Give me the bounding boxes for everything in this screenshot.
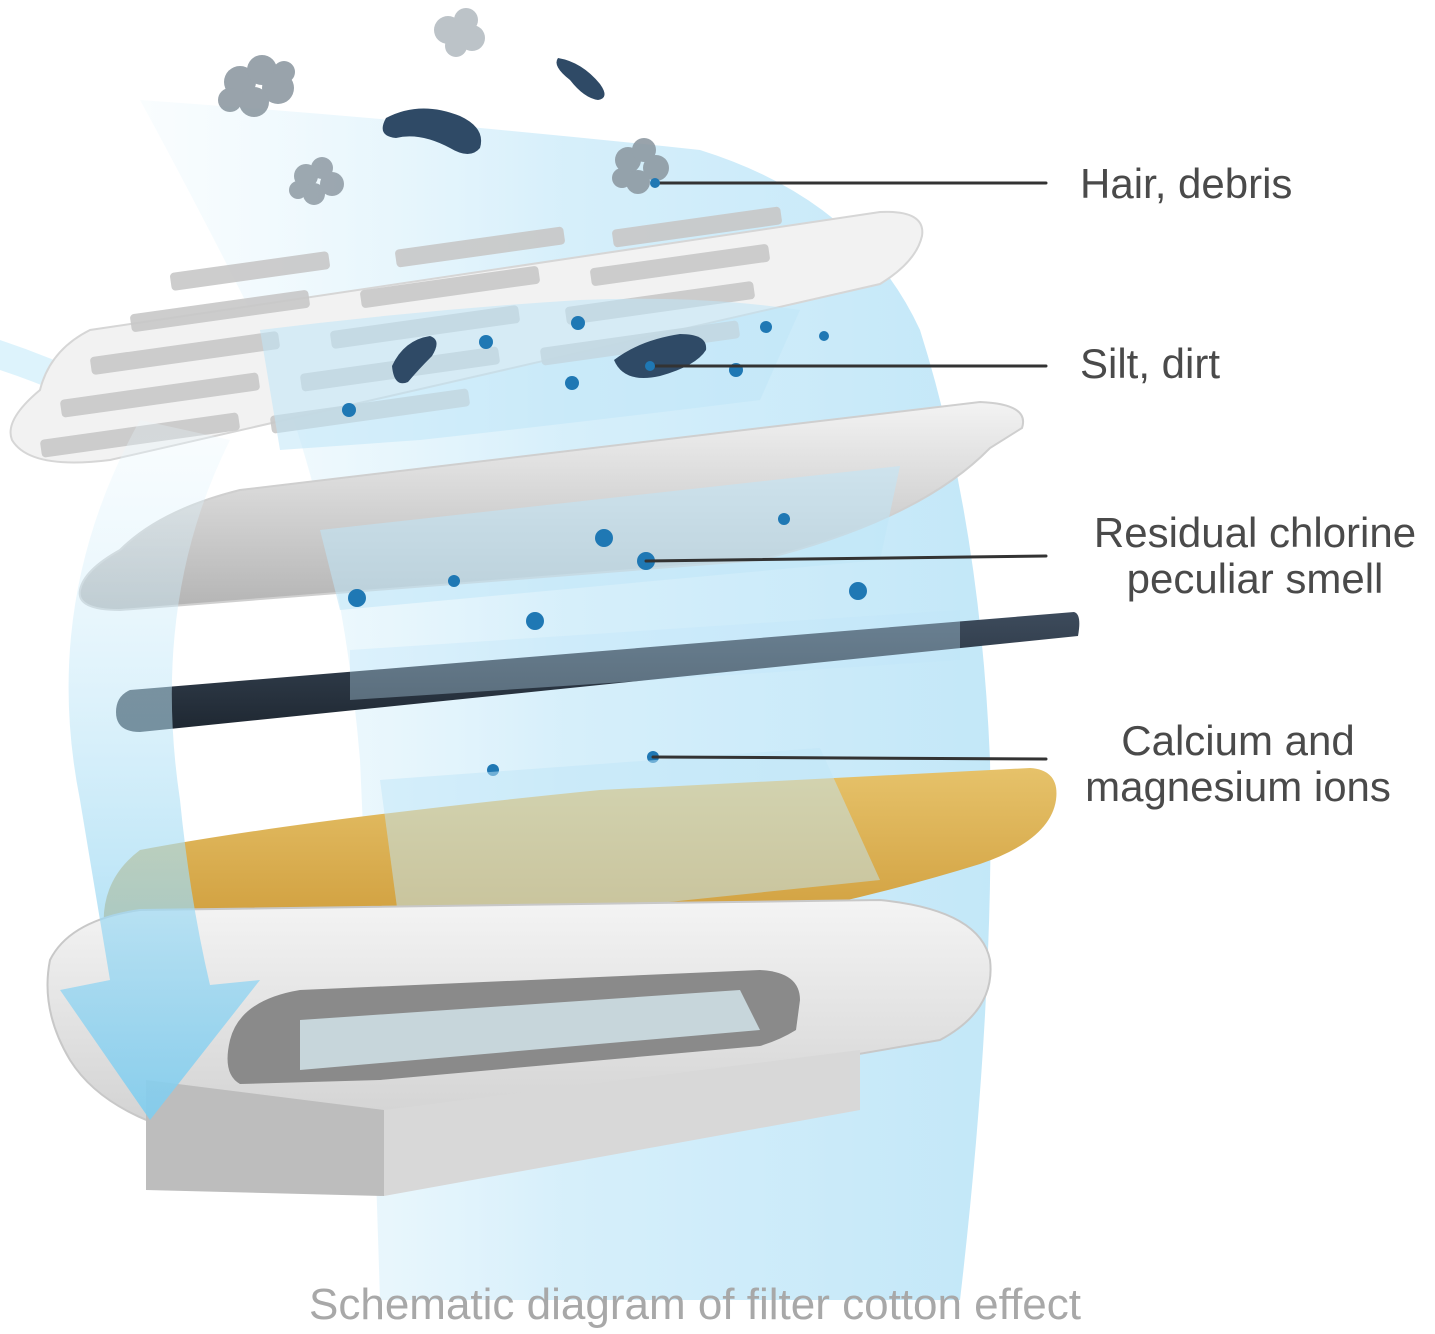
label-residual-chlorine-line1: Residual chlorine — [1093, 509, 1417, 556]
label-calcium-magnesium-line2: magnesium ions — [1085, 763, 1391, 810]
debris-cluster-icon — [289, 157, 344, 205]
debris-particles — [218, 8, 669, 205]
bacteria-icon — [556, 58, 605, 100]
debris-cluster-icon — [218, 55, 295, 117]
diagram-caption: Schematic diagram of filter cotton effec… — [309, 1280, 1081, 1329]
callout-dots — [645, 178, 660, 371]
label-silt-dirt-text: Silt, dirt — [1080, 340, 1221, 387]
base-tray — [46, 898, 992, 1196]
label-residual-chlorine: Residual chlorine peculiar smell — [1062, 510, 1435, 602]
debris-cluster-icon — [612, 138, 669, 194]
callout-line-calcium — [651, 755, 1048, 761]
bacteria-icon — [382, 108, 482, 154]
flow-arrow-icon — [60, 420, 260, 1120]
label-hair-debris-text: Hair, debris — [1080, 160, 1293, 207]
label-residual-chlorine-line2: peculiar smell — [1126, 555, 1384, 602]
chlorine-particles — [348, 513, 867, 630]
callout-line-chlorine — [644, 554, 1048, 563]
mesh-filter-layer — [9, 206, 924, 464]
debris-cluster-icon — [434, 8, 485, 57]
carbon-filter-layer — [116, 610, 1080, 732]
label-calcium-magnesium-line1: Calcium and — [1121, 717, 1355, 764]
label-calcium-magnesium: Calcium and magnesium ions — [1058, 718, 1418, 810]
bacteria-icon — [392, 336, 437, 384]
label-silt-dirt: Silt, dirt — [1080, 341, 1220, 387]
label-hair-debris: Hair, debris — [1080, 161, 1292, 207]
callout-lines — [644, 181, 1048, 761]
